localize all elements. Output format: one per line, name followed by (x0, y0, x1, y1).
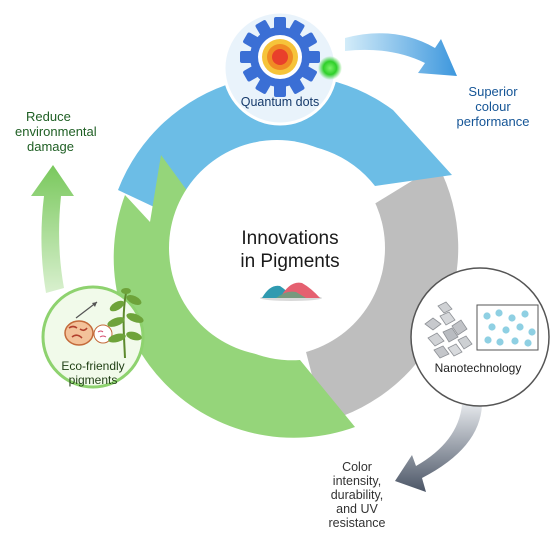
center-title-line2: in Pigments (240, 251, 339, 272)
outcome-reduce-line2: environmental (15, 124, 97, 139)
plant-icon (107, 288, 144, 359)
outcome-color-line4: and UV (336, 502, 378, 516)
outcome-color-line2: intensity, (333, 474, 381, 488)
outcome-superior-colour: Superior colour performance (457, 84, 530, 129)
nanoparticles-panel (476, 304, 539, 351)
node-quantum-dots: Quantum dots (222, 10, 342, 126)
arrow-eco-outcome (31, 165, 74, 293)
outcome-superior-line2: colour (475, 99, 511, 114)
outcome-superior-line1: Superior (468, 84, 518, 99)
eco-friendly-label-line2: pigments (69, 373, 118, 387)
microbe-petri-dish-icon (64, 301, 113, 346)
node-eco-friendly: Eco-friendly pigments (41, 285, 145, 389)
outcome-color-line5: resistance (329, 516, 386, 530)
nanocrystals-icon (424, 301, 473, 359)
eco-friendly-label-line1: Eco-friendly (61, 359, 124, 373)
outcome-reduce-line3: damage (27, 139, 74, 154)
outcome-reduce-line1: Reduce (26, 109, 71, 124)
quantum-dots-label: Quantum dots (241, 95, 320, 109)
outcome-color-line1: Color (342, 460, 372, 474)
center-circle (169, 140, 385, 356)
arrow-quantum-outcome (345, 33, 457, 76)
quantum-dots-gear-icon (240, 17, 320, 97)
outcome-reduce-damage: Reduce environmental damage (15, 109, 97, 154)
node-nanotechnology: Nanotechnology (410, 267, 550, 407)
center-title-line1: Innovations (241, 228, 338, 249)
outcome-color-intensity: Color intensity, durability, and UV resi… (329, 460, 386, 530)
green-emission-glow (318, 56, 342, 80)
nanotechnology-label: Nanotechnology (435, 361, 522, 375)
arrow-nano-outcome (395, 405, 482, 492)
outcome-superior-line3: performance (457, 114, 530, 129)
pigment-piles-icon (260, 282, 322, 301)
outcome-color-line3: durability, (331, 488, 384, 502)
